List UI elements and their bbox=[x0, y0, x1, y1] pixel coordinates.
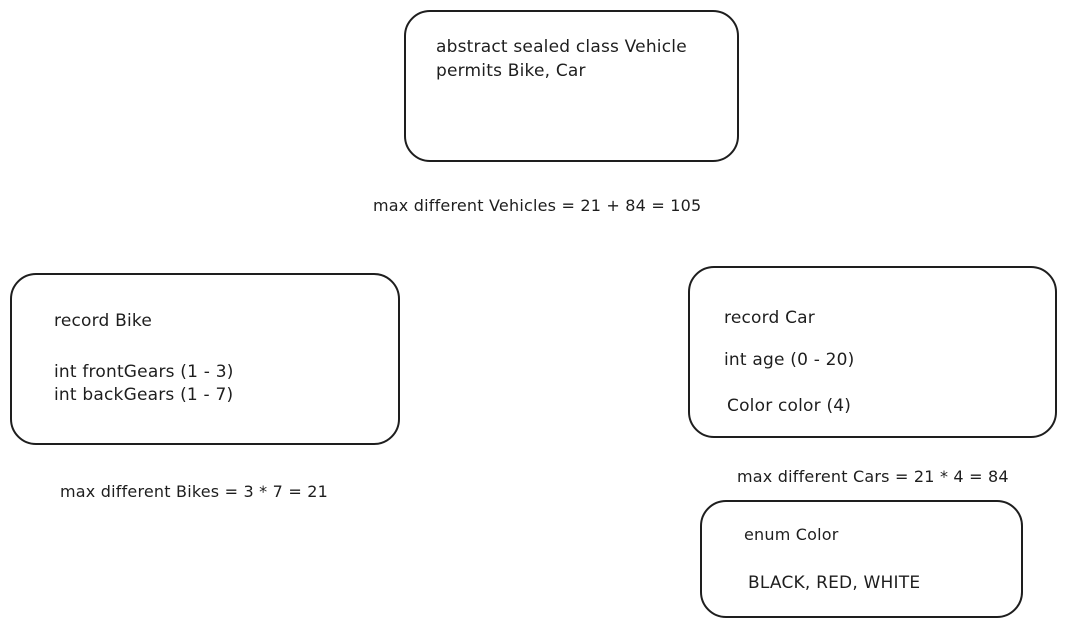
car-color-field: Color color (4) bbox=[727, 396, 852, 416]
bike-back-gears-field: int backGears (1 - 7) bbox=[54, 385, 234, 405]
car-record-box bbox=[688, 266, 1057, 438]
vehicles-count-caption: max different Vehicles = 21 + 84 = 105 bbox=[373, 196, 702, 215]
car-age-field: int age (0 - 20) bbox=[724, 350, 855, 370]
bike-record-box bbox=[10, 273, 400, 445]
bikes-count-caption: max different Bikes = 3 * 7 = 21 bbox=[60, 482, 328, 501]
vehicle-declaration-line1: abstract sealed class Vehicle bbox=[436, 37, 687, 57]
bike-front-gears-field: int frontGears (1 - 3) bbox=[54, 362, 234, 382]
cars-count-caption: max different Cars = 21 * 4 = 84 bbox=[737, 467, 1009, 486]
color-enum-values: BLACK, RED, WHITE bbox=[748, 573, 921, 593]
car-record-title: record Car bbox=[724, 308, 815, 328]
vehicle-declaration-line2: permits Bike, Car bbox=[436, 61, 586, 81]
color-enum-title: enum Color bbox=[744, 525, 839, 544]
bike-record-title: record Bike bbox=[54, 311, 152, 331]
vehicle-class-box bbox=[404, 10, 739, 162]
color-enum-box bbox=[700, 500, 1023, 618]
